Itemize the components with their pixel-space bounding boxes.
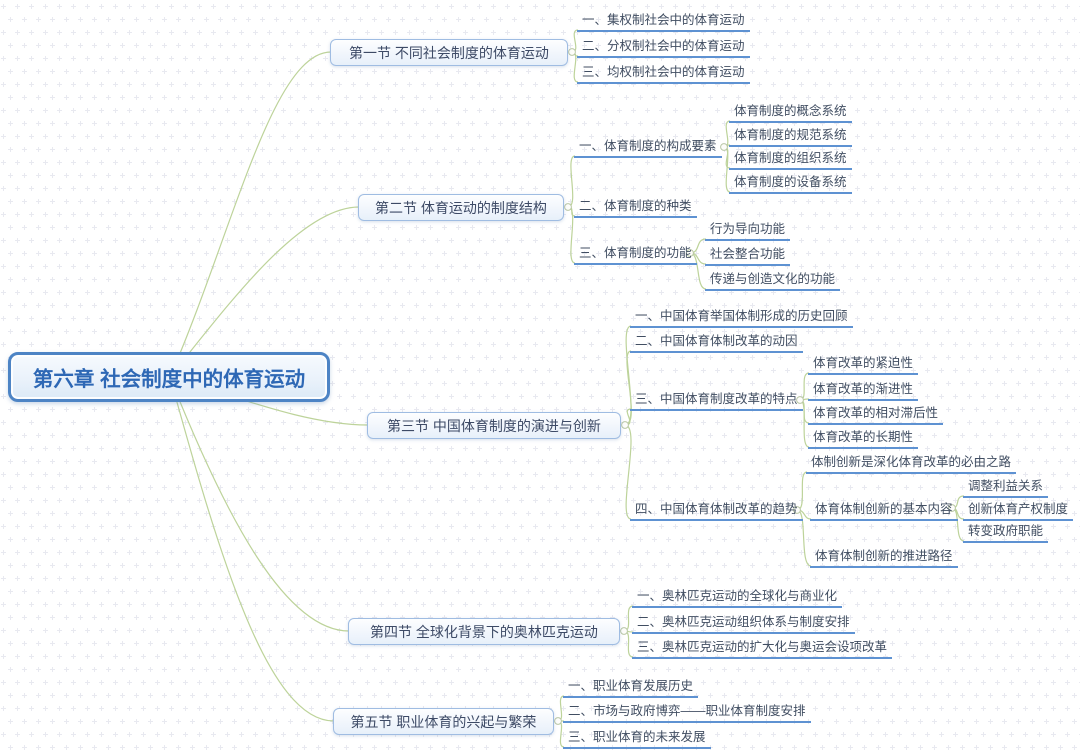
subtopic[interactable]: 体育制度的规范系统: [729, 128, 852, 147]
subtopic[interactable]: 三、中国体育制度改革的特点: [630, 392, 803, 411]
subtopic[interactable]: 三、职业体育的未来发展: [563, 730, 711, 749]
subtopic[interactable]: 一、集权制社会中的体育运动: [577, 13, 750, 32]
subtopic[interactable]: 调整利益关系: [963, 479, 1049, 498]
branch-toggle-icon[interactable]: [793, 506, 801, 514]
subtopic[interactable]: 三、体育制度的功能: [574, 246, 697, 265]
branch-toggle-icon[interactable]: [720, 143, 728, 151]
subtopic[interactable]: 社会整合功能: [705, 247, 791, 266]
subtopic[interactable]: 体育体制创新的基本内容: [810, 502, 958, 521]
subtopic[interactable]: 体育制度的概念系统: [729, 104, 852, 123]
branch-toggle-icon[interactable]: [568, 48, 576, 56]
subtopic[interactable]: 体育制度的设备系统: [729, 175, 852, 194]
subtopic[interactable]: 体育改革的渐进性: [808, 382, 919, 401]
section-topic-1[interactable]: 第一节 不同社会制度的体育运动: [330, 39, 568, 66]
subtopic[interactable]: 转变政府职能: [963, 524, 1049, 543]
subtopic[interactable]: 四、中国体育体制改革的趋势: [630, 502, 803, 521]
branch-toggle-icon[interactable]: [796, 396, 804, 404]
subtopic[interactable]: 体育改革的相对滞后性: [808, 406, 944, 425]
subtopic[interactable]: 传递与创造文化的功能: [705, 272, 841, 291]
subtopic[interactable]: 一、中国体育举国体制形成的历史回顾: [630, 309, 853, 328]
subtopic[interactable]: 体育改革的紧迫性: [808, 356, 919, 375]
branch-toggle-icon[interactable]: [620, 627, 628, 635]
branch-toggle-icon[interactable]: [554, 717, 562, 725]
subtopic[interactable]: 创新体育产权制度: [963, 502, 1074, 521]
subtopic[interactable]: 三、均权制社会中的体育运动: [577, 65, 750, 84]
branch-toggle-icon[interactable]: [686, 249, 694, 257]
subtopic[interactable]: 体育制度的组织系统: [729, 151, 852, 170]
subtopic[interactable]: 二、市场与政府博弈——职业体育制度安排: [563, 704, 811, 723]
branch-toggle-icon[interactable]: [621, 421, 629, 429]
subtopic[interactable]: 一、职业体育发展历史: [563, 679, 699, 698]
section-topic-4[interactable]: 第四节 全球化背景下的奥林匹克运动: [348, 618, 620, 645]
subtopic[interactable]: 一、体育制度的构成要素: [574, 139, 722, 158]
section-topic-5[interactable]: 第五节 职业体育的兴起与繁荣: [333, 708, 554, 735]
section-topic-3[interactable]: 第三节 中国体育制度的演进与创新: [367, 412, 621, 439]
subtopic[interactable]: 二、分权制社会中的体育运动: [577, 39, 750, 58]
section-topic-2[interactable]: 第二节 体育运动的制度结构: [358, 194, 564, 221]
subtopic[interactable]: 行为导向功能: [705, 222, 791, 241]
subtopic[interactable]: 一、奥林匹克运动的全球化与商业化: [632, 589, 843, 608]
subtopic[interactable]: 三、奥林匹克运动的扩大化与奥运会设项改革: [632, 640, 893, 659]
subtopic[interactable]: 二、中国体育体制改革的动因: [630, 334, 803, 353]
subtopic[interactable]: 体制创新是深化体育改革的必由之路: [806, 455, 1017, 474]
subtopic[interactable]: 二、奥林匹克运动组织体系与制度安排: [632, 615, 855, 634]
root-topic[interactable]: 第六章 社会制度中的体育运动: [8, 352, 330, 402]
subtopic[interactable]: 体育体制创新的推进路径: [810, 549, 958, 568]
subtopic[interactable]: 二、体育制度的种类: [574, 199, 697, 218]
branch-toggle-icon[interactable]: [948, 504, 956, 512]
branch-toggle-icon[interactable]: [564, 203, 572, 211]
subtopic[interactable]: 体育改革的长期性: [808, 430, 919, 449]
